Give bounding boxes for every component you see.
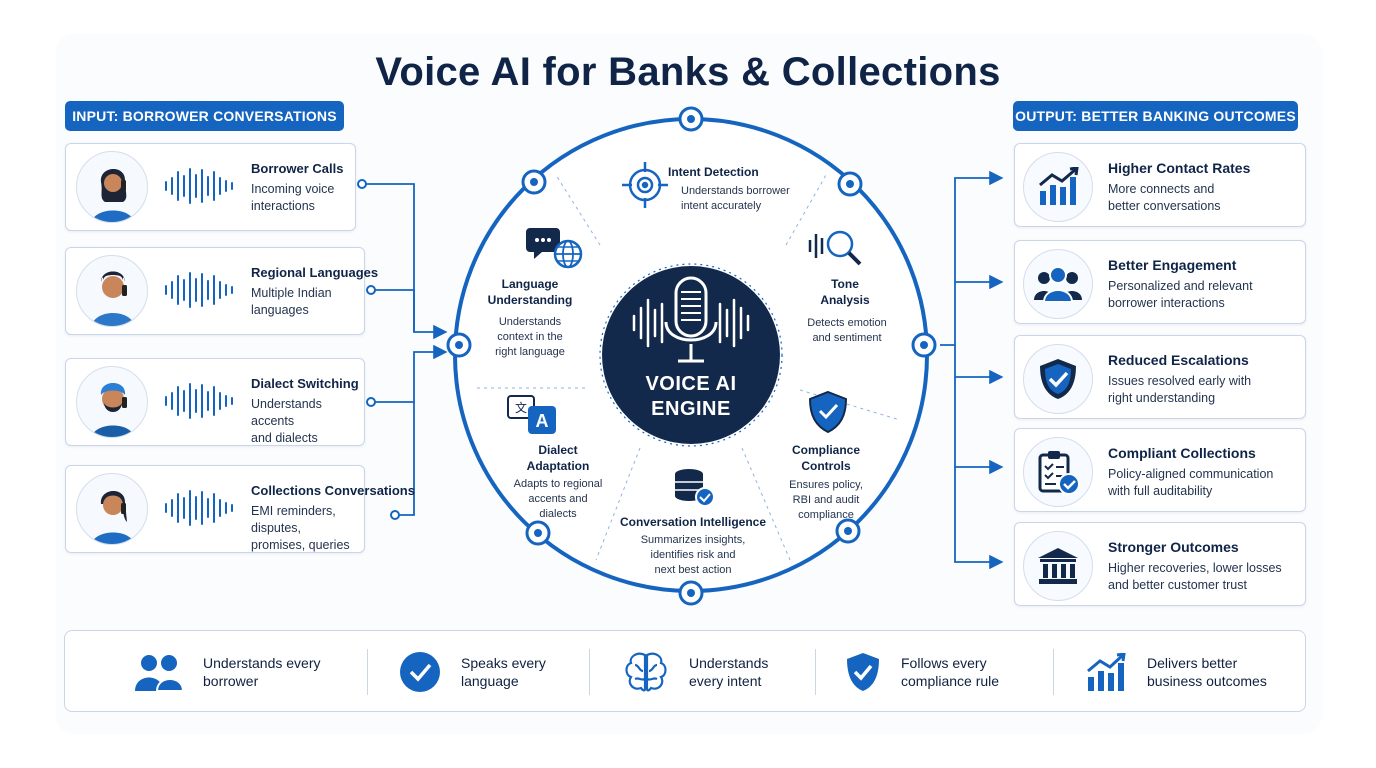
chat-globe-icon bbox=[526, 228, 583, 269]
sound-wave-icon bbox=[165, 168, 233, 204]
woman-phone-avatar bbox=[76, 151, 148, 223]
output-title: Higher Contact Rates bbox=[1108, 160, 1251, 176]
output-card: Better Engagement Personalized and relev… bbox=[1014, 240, 1306, 324]
check-circle-icon bbox=[400, 652, 440, 692]
divider bbox=[367, 649, 368, 695]
voice-search-icon bbox=[808, 230, 862, 266]
connector-output-trunk bbox=[940, 170, 1004, 346]
segment-title-conversation: Conversation Intelligence bbox=[619, 515, 767, 529]
microphone-icon bbox=[632, 276, 750, 363]
svg-text:A: A bbox=[536, 411, 549, 431]
shield-check-icon bbox=[1023, 344, 1093, 414]
input-title: Regional Languages bbox=[251, 265, 379, 280]
input-title: Borrower Calls bbox=[251, 161, 344, 176]
growth-chart-icon bbox=[1023, 152, 1093, 222]
connector-output-5 bbox=[954, 467, 1004, 570]
output-title: Compliant Collections bbox=[1108, 445, 1256, 461]
output-card: Stronger Outcomes Higher recoveries, low… bbox=[1014, 522, 1306, 606]
man-phone-avatar bbox=[76, 255, 148, 327]
growth-chart-icon bbox=[1087, 653, 1126, 691]
divider bbox=[815, 649, 816, 695]
sound-wave-icon bbox=[165, 272, 233, 308]
shield-check-icon bbox=[847, 653, 879, 691]
sound-wave-icon bbox=[165, 490, 233, 526]
output-title: Reduced Escalations bbox=[1108, 352, 1249, 368]
svg-text:文: 文 bbox=[515, 400, 527, 415]
connector-input-2 bbox=[371, 289, 415, 332]
bank-icon bbox=[1023, 531, 1093, 601]
connector-input-3 bbox=[371, 344, 448, 403]
divider bbox=[1053, 649, 1054, 695]
clipboard-check-icon bbox=[1023, 437, 1093, 507]
output-card: Compliant Collections Policy-aligned com… bbox=[1014, 428, 1306, 512]
connector-input-4 bbox=[395, 402, 415, 516]
input-card: Collections Conversations EMI reminders,… bbox=[65, 465, 415, 553]
input-desc: EMI reminders, disputes,promises, querie… bbox=[251, 504, 350, 552]
database-check-icon bbox=[675, 469, 715, 507]
output-title: Better Engagement bbox=[1108, 257, 1237, 273]
turban-man-phone-avatar bbox=[76, 366, 148, 438]
translate-icon: 文 A bbox=[507, 395, 556, 434]
users-group-icon bbox=[1023, 249, 1093, 319]
output-title: Stronger Outcomes bbox=[1108, 539, 1239, 555]
segment-title-intent: Intent Detection bbox=[668, 165, 759, 179]
brain-icon bbox=[625, 652, 667, 692]
sound-wave-icon bbox=[165, 383, 233, 419]
target-icon bbox=[622, 162, 668, 208]
page-title: Voice AI for Banks & Collections bbox=[375, 50, 1001, 94]
input-header: INPUT: BORROWER CONVERSATIONS bbox=[65, 101, 344, 131]
output-card: Reduced Escalations Issues resolved earl… bbox=[1014, 335, 1306, 419]
input-title: Collections Conversations bbox=[251, 483, 415, 498]
users-icon bbox=[135, 655, 183, 691]
woman-braid-phone-avatar bbox=[76, 473, 148, 545]
shield-check-icon bbox=[808, 390, 848, 434]
connector-input-1 bbox=[362, 183, 448, 340]
divider bbox=[589, 649, 590, 695]
output-header: OUTPUT: BETTER BANKING OUTCOMES bbox=[1013, 101, 1298, 131]
input-title: Dialect Switching bbox=[251, 376, 359, 391]
